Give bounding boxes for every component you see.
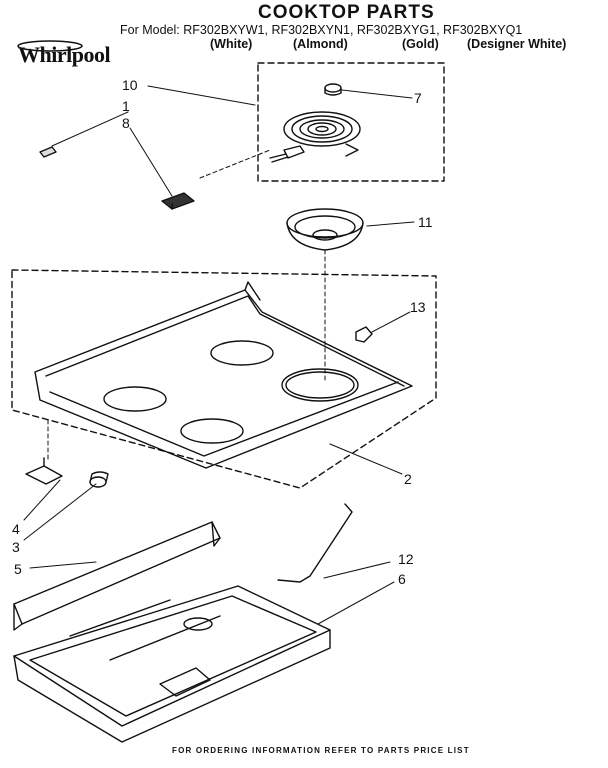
callout-4: 4 — [12, 521, 20, 537]
variant-designer-white: (Designer White) — [467, 37, 567, 51]
drip-pan — [286, 208, 364, 251]
receptacle-part — [161, 192, 195, 210]
terminal-block-part — [39, 146, 57, 158]
callout-labels: 10 1 8 7 11 13 2 4 3 5 12 6 — [12, 77, 433, 587]
callout-2: 2 — [404, 471, 412, 487]
callout-5: 5 — [14, 561, 22, 577]
ordering-footnote: FOR ORDERING INFORMATION REFER TO PARTS … — [172, 746, 470, 755]
lift-rod — [277, 503, 353, 583]
whirlpool-logo: Whirlpool — [10, 36, 138, 70]
variant-almond: (Almond) — [293, 37, 348, 51]
variant-gold: (Gold) — [402, 37, 439, 51]
surface-element — [269, 111, 361, 163]
callout-13: 13 — [410, 299, 426, 315]
page-title: COOKTOP PARTS — [258, 2, 435, 23]
callout-1: 1 — [122, 98, 130, 114]
callout-3: 3 — [12, 539, 20, 555]
callout-8: 8 — [122, 115, 130, 131]
leader-lines — [23, 85, 415, 625]
callout-6: 6 — [398, 571, 406, 587]
callout-12: 12 — [398, 551, 414, 567]
element-cap — [324, 83, 342, 96]
logo-text: Whirlpool — [18, 42, 111, 67]
front-rail — [13, 521, 221, 631]
callout-7: 7 — [414, 90, 422, 106]
callout-11: 11 — [418, 214, 433, 230]
model-numbers: For Model: RF302BXYW1, RF302BXYN1, RF302… — [120, 23, 523, 37]
logo-swirl — [17, 40, 83, 52]
callout-10: 10 — [122, 77, 138, 93]
cooktop-group-box — [11, 269, 437, 489]
burner-box — [13, 585, 331, 743]
cooktop-surface — [34, 281, 413, 469]
variant-white: (White) — [210, 37, 253, 51]
hinge-bracket — [25, 457, 63, 485]
plug-button — [89, 471, 109, 488]
element-group-box — [257, 62, 445, 182]
clip-part — [355, 326, 373, 343]
